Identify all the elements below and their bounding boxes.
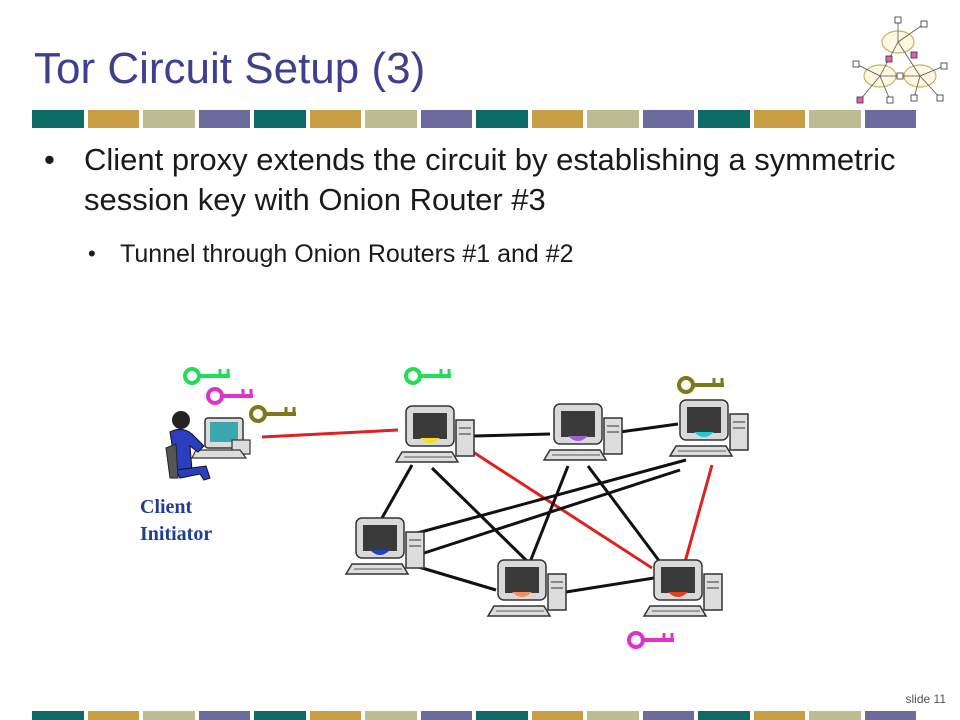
top-color-bar: [32, 110, 920, 128]
black-links: [376, 422, 687, 594]
key-green-or1-icon: [404, 367, 453, 385]
onion-router-3-icon: [669, 399, 749, 457]
onion-router-6-icon: [487, 559, 567, 617]
key-magenta-client-icon: [206, 387, 255, 405]
key-green-client-icon: [183, 367, 232, 385]
onion-router-4-icon: [345, 517, 425, 575]
onion-router-1-icon: [395, 405, 475, 463]
bullet-text-2: Tunnel through Onion Routers #1 and #2: [120, 240, 574, 268]
slide-number: slide 11: [905, 692, 946, 706]
onion-router-2-icon: [543, 403, 623, 461]
client-label-line2: Initiator: [140, 523, 212, 545]
key-magenta-or5-icon: [627, 631, 676, 649]
bullet-text-1: Client proxy extends the circuit by esta…: [84, 142, 896, 217]
bullet-list: •Client proxy extends the circuit by est…: [44, 140, 904, 270]
bottom-color-bar: [32, 711, 920, 720]
onion-router-5-icon: [643, 559, 723, 617]
key-olive-or3-icon: [677, 376, 726, 394]
client-label-line1: Client: [140, 496, 193, 518]
red-link-client-or1: [261, 428, 399, 439]
slide-title: Tor Circuit Setup (3): [34, 44, 426, 93]
bullet-item-2: •Tunnel through Onion Routers #1 and #2: [88, 240, 574, 268]
red-link-or3-or5: [683, 464, 714, 563]
network-logo-icon: [852, 16, 948, 104]
key-olive-client-icon: [249, 405, 298, 423]
client-initiator-icon: [165, 411, 251, 481]
bullet-item-1: •Client proxy extends the circuit by est…: [44, 142, 896, 217]
